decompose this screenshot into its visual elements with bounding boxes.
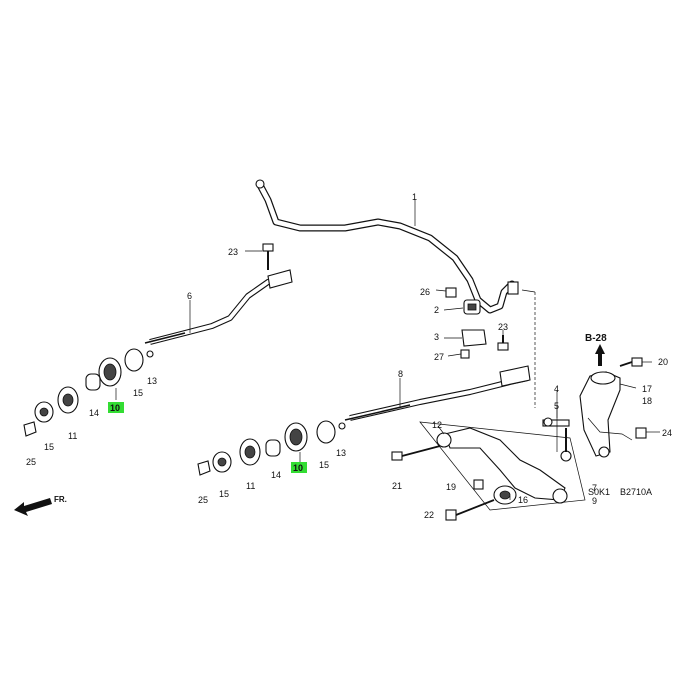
highlight-box xyxy=(108,402,124,413)
leader-lines xyxy=(115,200,660,500)
callout-4[interactable]: 4 xyxy=(554,384,559,394)
radius-rod-lower[interactable] xyxy=(344,365,531,421)
callout-25-lower[interactable]: 25 xyxy=(198,495,208,505)
callout-7[interactable]: 7 xyxy=(592,483,597,493)
callout-11-upper[interactable]: 11 xyxy=(68,431,77,441)
stabilizer-bar[interactable] xyxy=(255,179,519,314)
hardware-bolts[interactable] xyxy=(262,243,647,521)
callout-labels: 1 2 3 4 5 6 7 8 9 10 10 11 11 12 13 13 1… xyxy=(26,192,672,520)
callout-23-upper[interactable]: 23 xyxy=(228,247,238,257)
callout-13-lower[interactable]: 13 xyxy=(336,448,346,458)
callout-15-upper-right[interactable]: 15 xyxy=(133,388,143,398)
callout-1[interactable]: 1 xyxy=(412,192,417,202)
callout-15-lower-left[interactable]: 15 xyxy=(219,489,229,499)
catalog-code-left: S0K1 xyxy=(588,487,610,497)
callout-3[interactable]: 3 xyxy=(434,332,439,342)
callout-6[interactable]: 6 xyxy=(187,291,192,301)
callout-16[interactable]: 16 xyxy=(518,495,528,505)
highlight-box xyxy=(291,462,307,473)
reference-label: B-28 xyxy=(585,333,607,344)
callout-5[interactable]: 5 xyxy=(554,401,559,411)
callout-25-upper[interactable]: 25 xyxy=(26,457,36,467)
stabilizer-link[interactable] xyxy=(521,289,572,462)
lower-arm[interactable] xyxy=(419,421,586,511)
upper-arm-knuckle[interactable] xyxy=(579,371,633,458)
callout-15-lower-right[interactable]: 15 xyxy=(319,460,329,470)
front-label: FR. xyxy=(54,495,67,504)
reference-b28[interactable]: B-28 xyxy=(585,333,607,366)
callout-17[interactable]: 17 xyxy=(642,384,652,394)
callout-10-lower[interactable]: 10 xyxy=(293,463,303,473)
radius-rod-upper[interactable] xyxy=(144,269,293,345)
callout-24[interactable]: 24 xyxy=(662,428,672,438)
callout-11-lower[interactable]: 11 xyxy=(246,481,255,491)
callout-21[interactable]: 21 xyxy=(392,481,402,491)
callout-20[interactable]: 20 xyxy=(658,357,668,367)
callout-13-upper[interactable]: 13 xyxy=(147,376,157,386)
callout-23-right[interactable]: 23 xyxy=(498,322,508,332)
callout-12[interactable]: 12 xyxy=(432,420,442,430)
callout-14-lower[interactable]: 14 xyxy=(271,470,281,480)
callout-18[interactable]: 18 xyxy=(642,396,652,406)
bushing-stack-lower[interactable] xyxy=(197,420,346,476)
front-direction-arrow: FR. xyxy=(14,495,67,516)
callout-26[interactable]: 26 xyxy=(420,287,430,297)
callout-9[interactable]: 9 xyxy=(592,496,597,506)
callout-15-upper-left[interactable]: 15 xyxy=(44,442,54,452)
callout-8[interactable]: 8 xyxy=(398,369,403,379)
callout-19[interactable]: 19 xyxy=(446,482,456,492)
catalog-code-right: B2710A xyxy=(620,487,652,497)
bushing-stack-upper[interactable] xyxy=(23,348,154,437)
callout-22[interactable]: 22 xyxy=(424,510,434,520)
callout-27[interactable]: 27 xyxy=(434,352,444,362)
callout-14-upper[interactable]: 14 xyxy=(89,408,99,418)
callout-10-upper[interactable]: 10 xyxy=(110,403,120,413)
callout-2[interactable]: 2 xyxy=(434,305,439,315)
